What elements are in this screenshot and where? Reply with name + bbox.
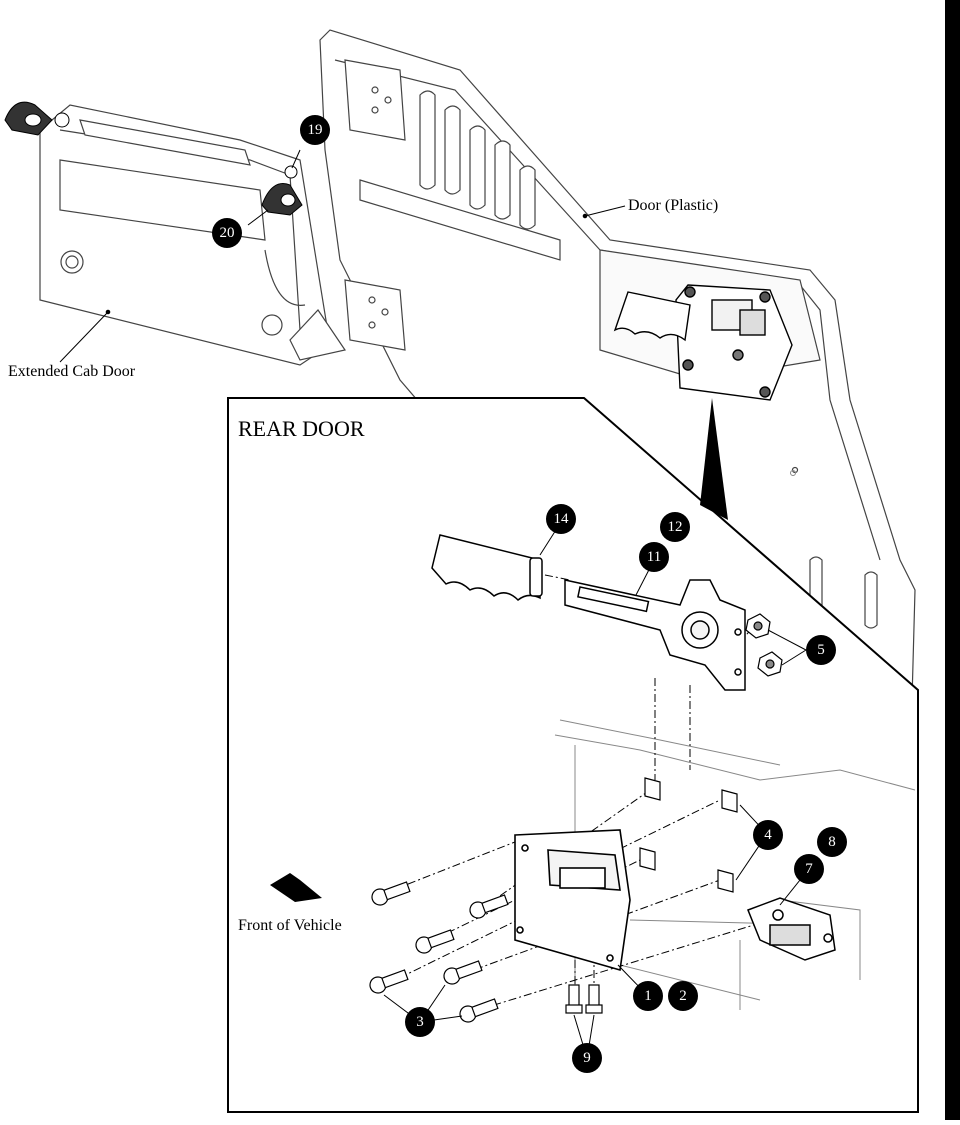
callout-9: 9 [572, 1043, 602, 1073]
screw [371, 881, 411, 906]
front-of-vehicle-label: Front of Vehicle [238, 917, 342, 934]
rotary-latch [747, 897, 836, 961]
clip-nuts [639, 777, 738, 893]
callout-19: 19 [300, 115, 330, 145]
screw [459, 998, 499, 1023]
key-fob-top-left [4, 101, 70, 136]
front-of-vehicle-arrow [270, 873, 322, 902]
callout-5: 5 [806, 635, 836, 665]
key-fob-20 [261, 165, 303, 216]
detail-title: REAR DOOR [238, 416, 365, 441]
door-handle [613, 291, 691, 342]
screw [369, 969, 409, 994]
callout-8: 8 [817, 827, 847, 857]
callout-3: 3 [405, 1007, 435, 1037]
callout-1: 1 [633, 981, 663, 1011]
callout-14: 14 [546, 504, 576, 534]
callout-11: 11 [639, 542, 669, 572]
callout-20: 20 [212, 218, 242, 248]
mounting-plate [514, 829, 631, 972]
screw [469, 894, 509, 919]
callout-4: 4 [753, 820, 783, 850]
callout-7: 7 [794, 854, 824, 884]
screw [443, 960, 483, 985]
right-edge-bar [945, 0, 960, 1120]
bolts-9 [565, 984, 603, 1014]
latch-handle-lever [564, 579, 746, 691]
callout-2: 2 [668, 981, 698, 1011]
leader-lines-top [59, 149, 626, 363]
nut-5-upper [745, 613, 771, 639]
detail-pointer-wedge [700, 398, 728, 520]
door-latch-plate [675, 284, 793, 401]
callout-12: 12 [660, 512, 690, 542]
screws-3 [369, 881, 509, 1023]
detail-frame [227, 397, 919, 1113]
nut-5-lower [757, 651, 783, 677]
handle-grip [431, 534, 543, 602]
screw [415, 929, 455, 954]
extended-cab-door-label: Extended Cab Door [8, 363, 136, 380]
door-plastic-label: Door (Plastic) [628, 197, 719, 214]
extended-cab-door [39, 104, 346, 366]
